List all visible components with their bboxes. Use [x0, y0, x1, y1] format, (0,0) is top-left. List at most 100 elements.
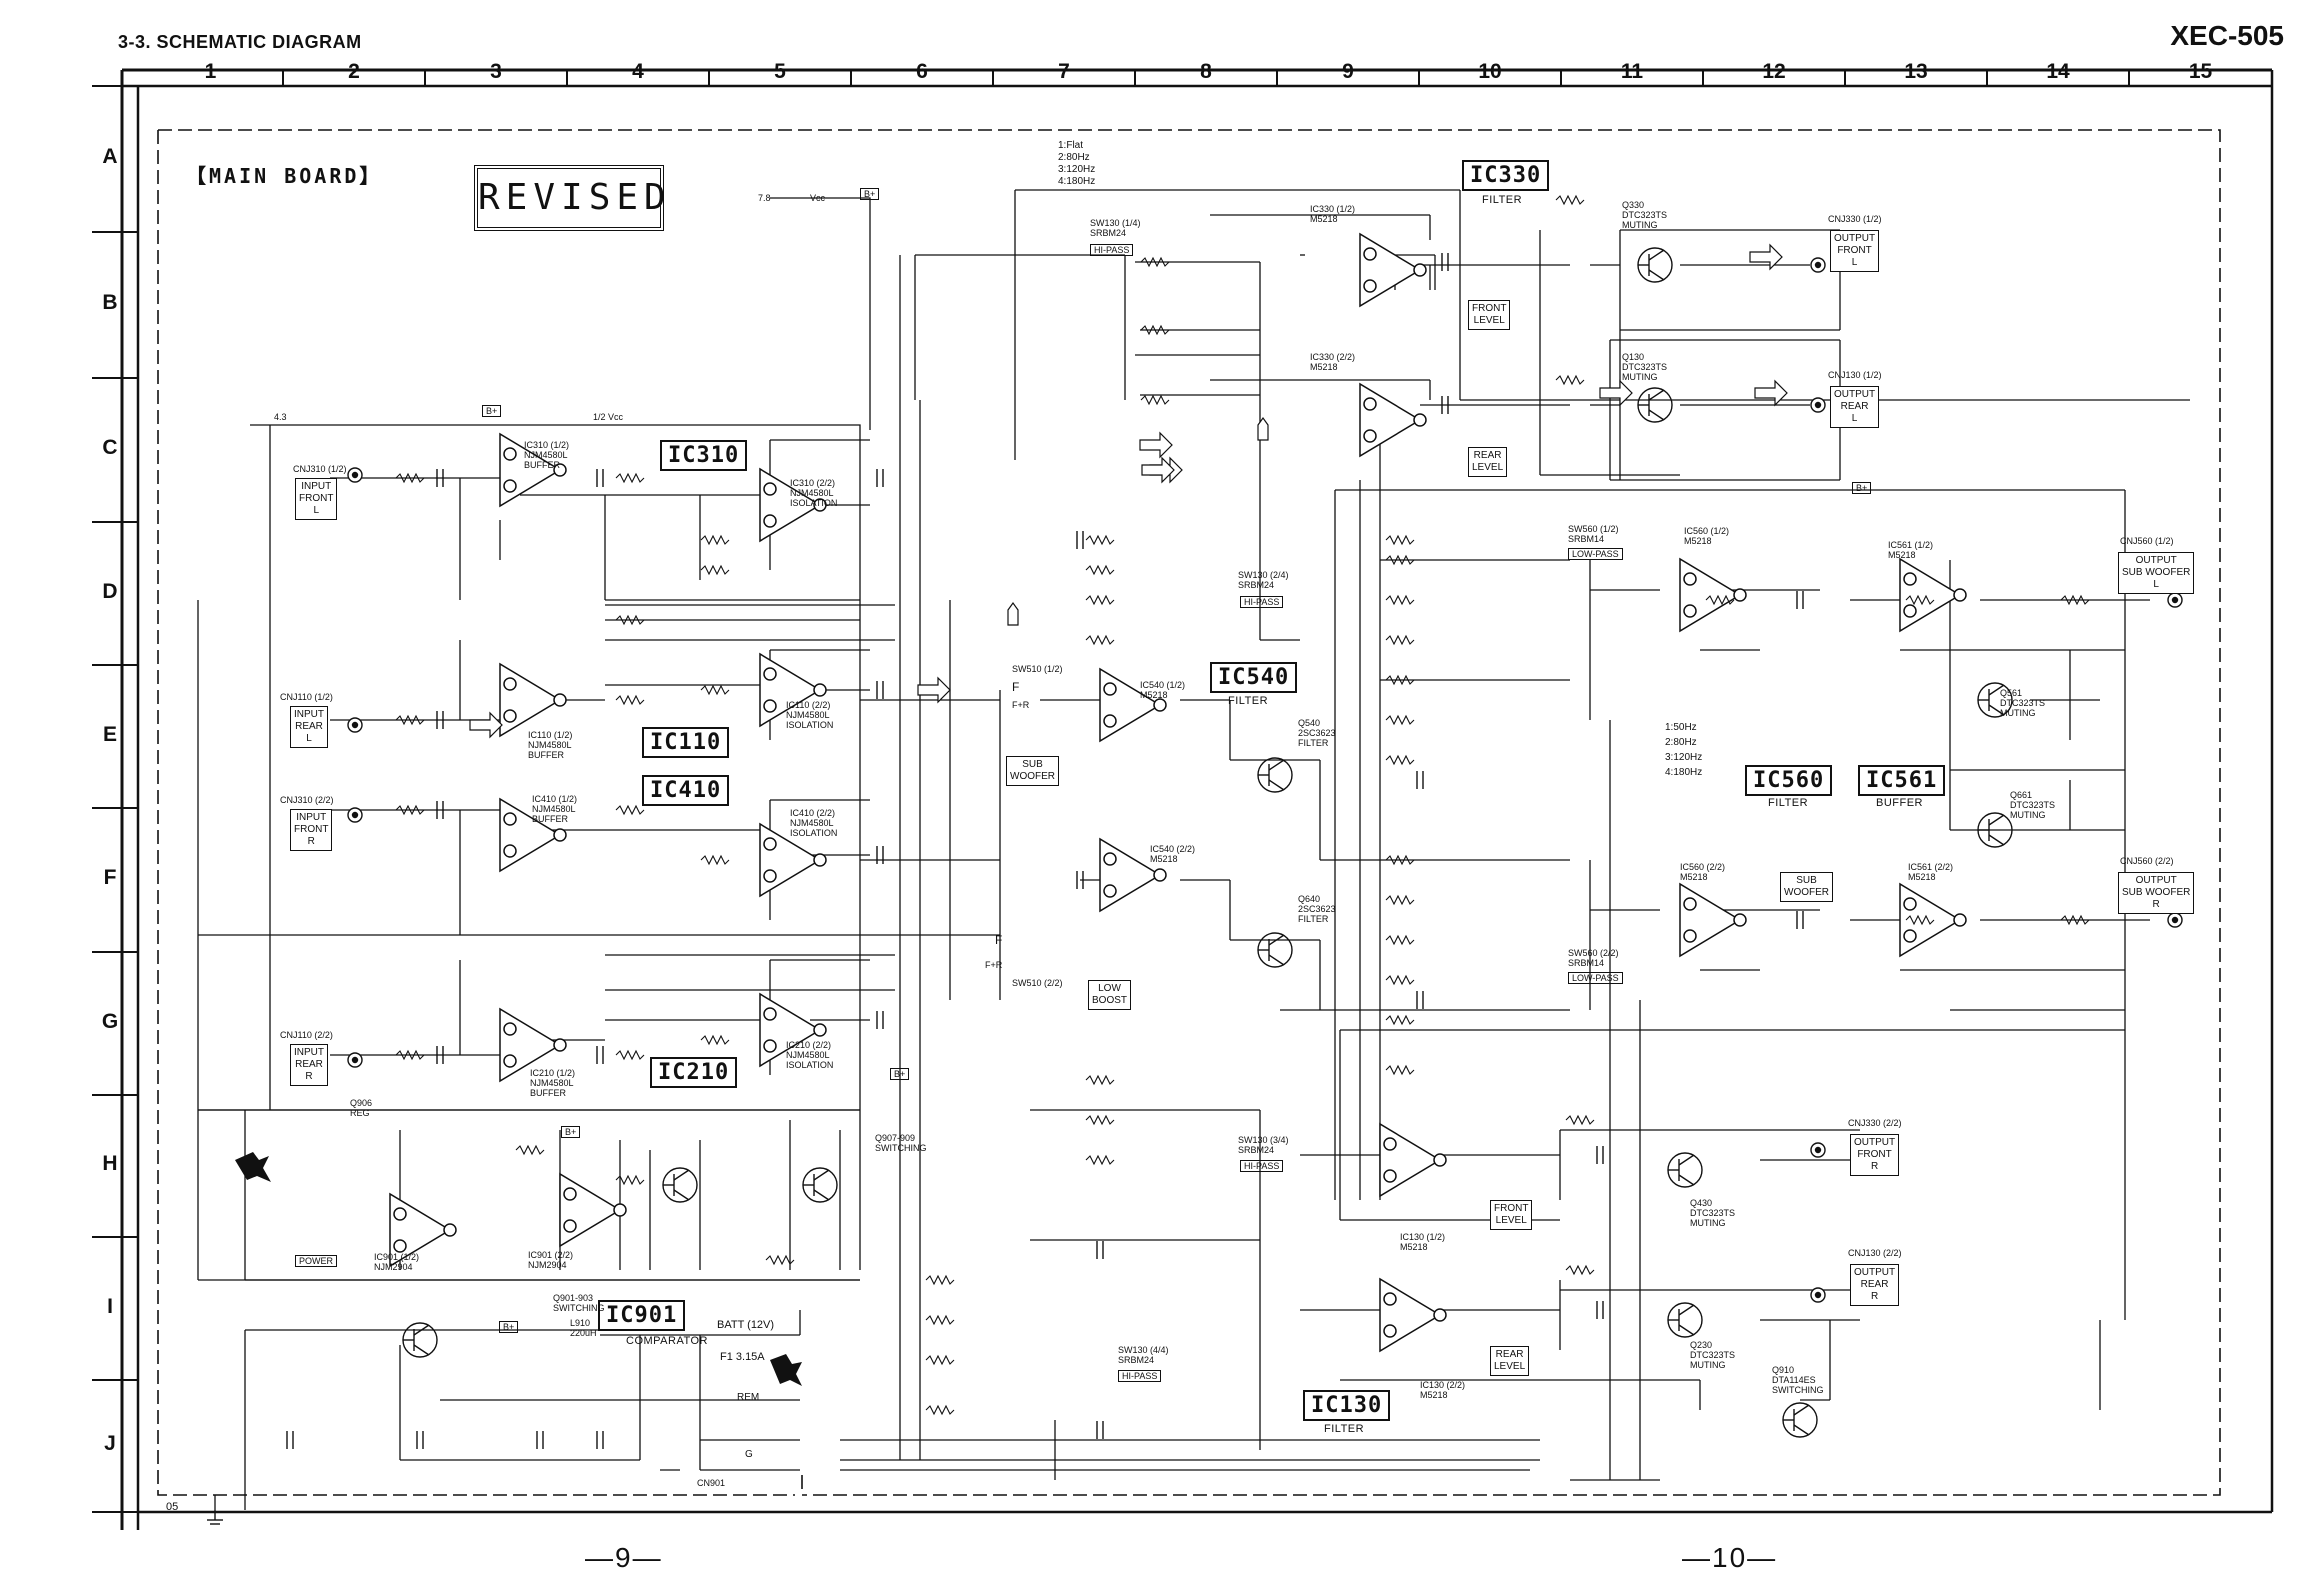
jack: [2167, 912, 2183, 928]
resistor: [925, 1314, 955, 1326]
ic560-sub: FILTER: [1768, 797, 1809, 809]
ic130-sub: FILTER: [1324, 1423, 1365, 1435]
ic540-1-label: IC540 (1/2)M5218: [1140, 680, 1186, 700]
resistor: [615, 1174, 645, 1186]
resistor: [1085, 534, 1115, 546]
jack: [347, 467, 363, 483]
batt-label: BATT (12V): [717, 1319, 775, 1331]
rem-label: REM: [737, 1392, 760, 1403]
v78-top-label: 7.8: [758, 193, 771, 203]
resistor: [1385, 634, 1415, 646]
op-amp: [499, 662, 567, 738]
grid-column-label: 11: [1620, 60, 1644, 83]
ic130-1-label: IC130 (1/2)M5218: [1400, 1232, 1446, 1252]
capacitor: [596, 469, 604, 487]
transistor: [1637, 387, 1673, 423]
op-amp: [759, 822, 827, 898]
ic540-sub: FILTER: [1228, 695, 1269, 707]
sw510-2-tag: SW510 (2/2): [1012, 978, 1063, 988]
resistor: [515, 1144, 545, 1156]
grid-column-label: 6: [916, 60, 928, 83]
ic540-label: IC540: [1210, 662, 1298, 693]
input-rear-r-tag: CNJ110 (2/2): [280, 1030, 333, 1040]
grid-column-label: 12: [1762, 60, 1786, 83]
grid-column-label: 4: [632, 60, 644, 83]
transistor: [1257, 757, 1293, 793]
resistor: [1385, 674, 1415, 686]
op-amp: [1679, 882, 1747, 958]
ic330-sub: FILTER: [1482, 194, 1523, 206]
op-amp: [1359, 382, 1427, 458]
ic540-2-label: IC540 (2/2)M5218: [1150, 844, 1196, 864]
resistor: [615, 472, 645, 484]
grid-frame: [120, 68, 2274, 1530]
op-amp: [759, 467, 827, 543]
resistor: [700, 1034, 730, 1046]
resistor: [395, 472, 425, 484]
resistor: [1385, 714, 1415, 726]
jacks: [347, 257, 2183, 1303]
resistor: [1085, 594, 1115, 606]
model-number: XEC-505: [2170, 20, 2284, 51]
op-amp: [499, 1007, 567, 1083]
grid-row-label: D: [102, 579, 118, 603]
sw130-3-tag: SW130 (3/4)SRBM24: [1238, 1135, 1289, 1155]
op-amp: [499, 432, 567, 508]
capacitor: [436, 469, 444, 487]
resistor: [1565, 1114, 1595, 1126]
b-plus-right: B+: [1852, 482, 1872, 494]
ic560-1-label: IC560 (1/2)M5218: [1684, 526, 1730, 546]
capacitor: [596, 1046, 604, 1064]
transistors: [402, 247, 2013, 1438]
transistor: [1257, 932, 1293, 968]
resistor: [395, 804, 425, 816]
capacitor: [536, 1431, 544, 1449]
grid-row-label: E: [102, 722, 117, 746]
capacitor: [1096, 1241, 1104, 1259]
ic901a-label: IC901 (1/2)NJM2904: [374, 1252, 420, 1272]
capacitor: [876, 681, 884, 699]
capacitor: [1076, 531, 1084, 549]
row-ticks: [92, 85, 138, 1513]
resistor: [1085, 1114, 1115, 1126]
capacitor: [436, 1046, 444, 1064]
op-amp: [389, 1192, 457, 1268]
resistor: [1385, 974, 1415, 986]
resistor: [700, 564, 730, 576]
ic561-1-label: IC561 (1/2)M5218: [1888, 540, 1934, 560]
grid-row-label: F: [103, 866, 117, 889]
ic130-label: IC130: [1303, 1390, 1391, 1421]
ic130-2-label: IC130 (2/2)M5218: [1420, 1380, 1466, 1400]
resistor: [765, 1254, 795, 1266]
op-amp: [1379, 1122, 1447, 1198]
capacitor: [1096, 1421, 1104, 1439]
ic330-1-label: IC330 (1/2)M5218: [1310, 204, 1356, 224]
ic561-2-label: IC561 (2/2)M5218: [1908, 862, 1954, 882]
bird-marks: [235, 1152, 802, 1386]
resistors: [395, 194, 2090, 1416]
ic560-2-label: IC560 (2/2)M5218: [1680, 862, 1726, 882]
resistor: [925, 1274, 955, 1286]
sw560-1-mode: LOW-PASS: [1568, 548, 1623, 560]
resistor: [615, 1049, 645, 1061]
ic901-sub: COMPARATOR: [626, 1335, 709, 1347]
grid-row-label: H: [102, 1152, 118, 1175]
output-rear-l-tag: CNJ130 (1/2): [1828, 370, 1882, 380]
page-number-left: —9—: [585, 1542, 663, 1573]
resistor: [1140, 256, 1170, 268]
